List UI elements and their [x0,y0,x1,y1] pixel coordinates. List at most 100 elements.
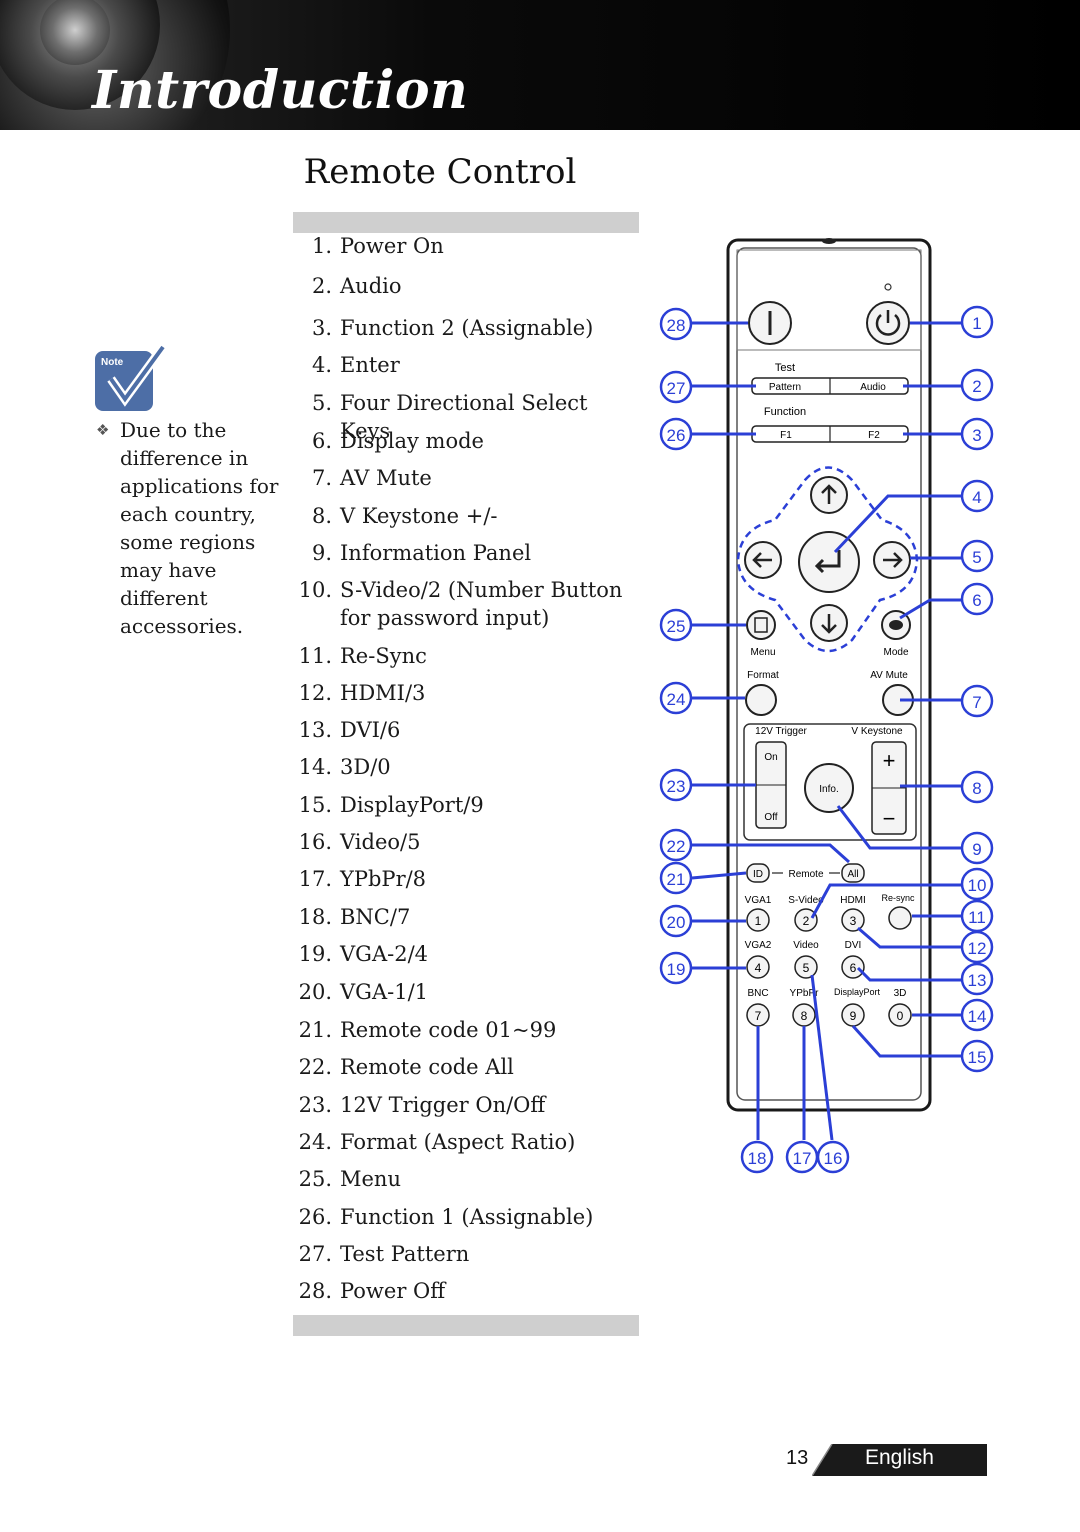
legend-item-number: 12. [298,681,332,705]
key-8-label: 8 [801,1009,808,1023]
callout-8: 8 [972,779,981,798]
legend-item-text: Function 2 (Assignable) [340,316,594,340]
footer-language-tab [812,1444,987,1476]
callout-3: 3 [972,426,981,445]
note-icon: Note [95,345,167,411]
legend-item-text: Power On [340,234,444,258]
menu-button [746,610,776,640]
key-3-label: 3 [850,914,857,928]
legend-item-number: 25. [298,1167,332,1191]
callout-markers: 1 2 3 4 5 6 7 8 9 10 11 12 13 14 15 16 1… [659,305,994,1174]
callout-26: 26 [667,426,686,445]
right-arrow-icon [883,552,903,568]
legend-item-number: 19. [298,942,332,966]
legend-item-text: Test Pattern [340,1242,470,1266]
lens-highlight [40,0,110,65]
legend-item-text: YPbPr/8 [340,867,427,891]
vga2-label: VGA2 [745,940,772,951]
trigger-off-label: Off [764,812,777,823]
test-label: Test [775,362,795,374]
legend-item-text: Enter [340,353,400,377]
footer-language: English [865,1446,934,1469]
callout-18: 18 [748,1149,767,1168]
f2-label: F2 [868,430,880,441]
legend-item-number: 8. [311,504,332,528]
format-label: Format [747,670,779,681]
legend-item-number: 18. [298,905,332,929]
legend-item-text-continued: for password input) [340,606,550,630]
legend-item-text: Video/5 [340,830,421,854]
page-title: Remote Control [303,152,577,192]
bottom-divider-bar [293,1315,639,1336]
callout-4: 4 [972,488,981,507]
power-on-icon [875,314,901,336]
diamond-bullet-icon: ❖ [96,421,110,439]
keystone-minus-icon: − [883,806,896,831]
video-label: Video [793,940,819,951]
page-number: 13 [786,1447,809,1469]
led-indicator [884,283,892,291]
f1-label: F1 [780,430,792,441]
legend-item-text: Re-Sync [340,644,427,668]
ypbpr-label: YPbPr [790,988,820,999]
legend-item-number: 14. [298,755,332,779]
svideo-label: S-Video [788,895,824,906]
left-arrow-icon [752,552,772,568]
legend-item-text: Display mode [340,429,484,453]
legend-item-number: 10. [298,578,332,602]
legend-item-text: Remote code All [340,1055,514,1079]
keystone-plus-icon: + [883,748,896,773]
trigger-on-label: On [764,752,777,763]
format-button [745,684,777,716]
legend-item-text: AV Mute [340,466,432,490]
resync-label: Re-sync [881,893,915,903]
legend-item-text: DVI/6 [340,718,401,742]
legend-item-number: 2. [311,274,332,298]
key-2-button [794,908,818,932]
remote-inner-outline [736,247,922,1101]
legend-item-text: Information Panel [340,541,532,565]
legend-item-text: Remote code 01~99 [340,1018,557,1042]
legend-item-number: 4. [311,353,332,377]
legend-item-number: 17. [298,867,332,891]
key-5-button [794,955,818,979]
callout-23: 23 [667,777,686,796]
3d-label: 3D [894,988,907,999]
hdmi-label: HDMI [840,895,866,906]
callout-11: 11 [968,908,986,927]
callout-13: 13 [968,971,987,990]
down-arrow-icon [821,614,837,634]
up-arrow-icon [821,484,837,504]
menu-icon [754,617,768,633]
legend-item-number: 27. [298,1242,332,1266]
remote-control-diagram: Test Pattern Audio Function F1 F2 Menu M… [659,238,994,1174]
legend-item-number: 22. [298,1055,332,1079]
legend-item-number: 26. [298,1205,332,1229]
legend-item-number: 24. [298,1130,332,1154]
key-3-button [841,908,865,932]
key-6-button [841,955,865,979]
menu-label: Menu [750,647,775,658]
audio-label: Audio [860,382,886,393]
legend-item-text: VGA-1/1 [340,980,428,1004]
legend-item-text: 12V Trigger On/Off [340,1093,546,1117]
legend-item-number: 6. [311,429,332,453]
callout-21: 21 [667,870,686,889]
legend-item-number: 16. [298,830,332,854]
callout-6: 6 [972,591,981,610]
enter-icon [814,550,841,574]
mode-label: Mode [883,647,908,658]
vga1-label: VGA1 [745,895,772,906]
remote-label: Remote [788,869,823,880]
callout-28: 28 [667,316,686,335]
note-text: Due to the difference in applications fo… [120,418,279,638]
resync-button [888,906,912,930]
key-5-label: 5 [803,961,810,975]
top-divider-bar [293,212,639,233]
note-box: ❖ Due to the difference in applications … [96,416,286,640]
callout-10: 10 [968,876,987,895]
info-label: Info. [819,784,838,795]
key-7-label: 7 [755,1009,762,1023]
legend-item-text: VGA-2/4 [340,942,428,966]
callout-9: 9 [972,840,981,859]
